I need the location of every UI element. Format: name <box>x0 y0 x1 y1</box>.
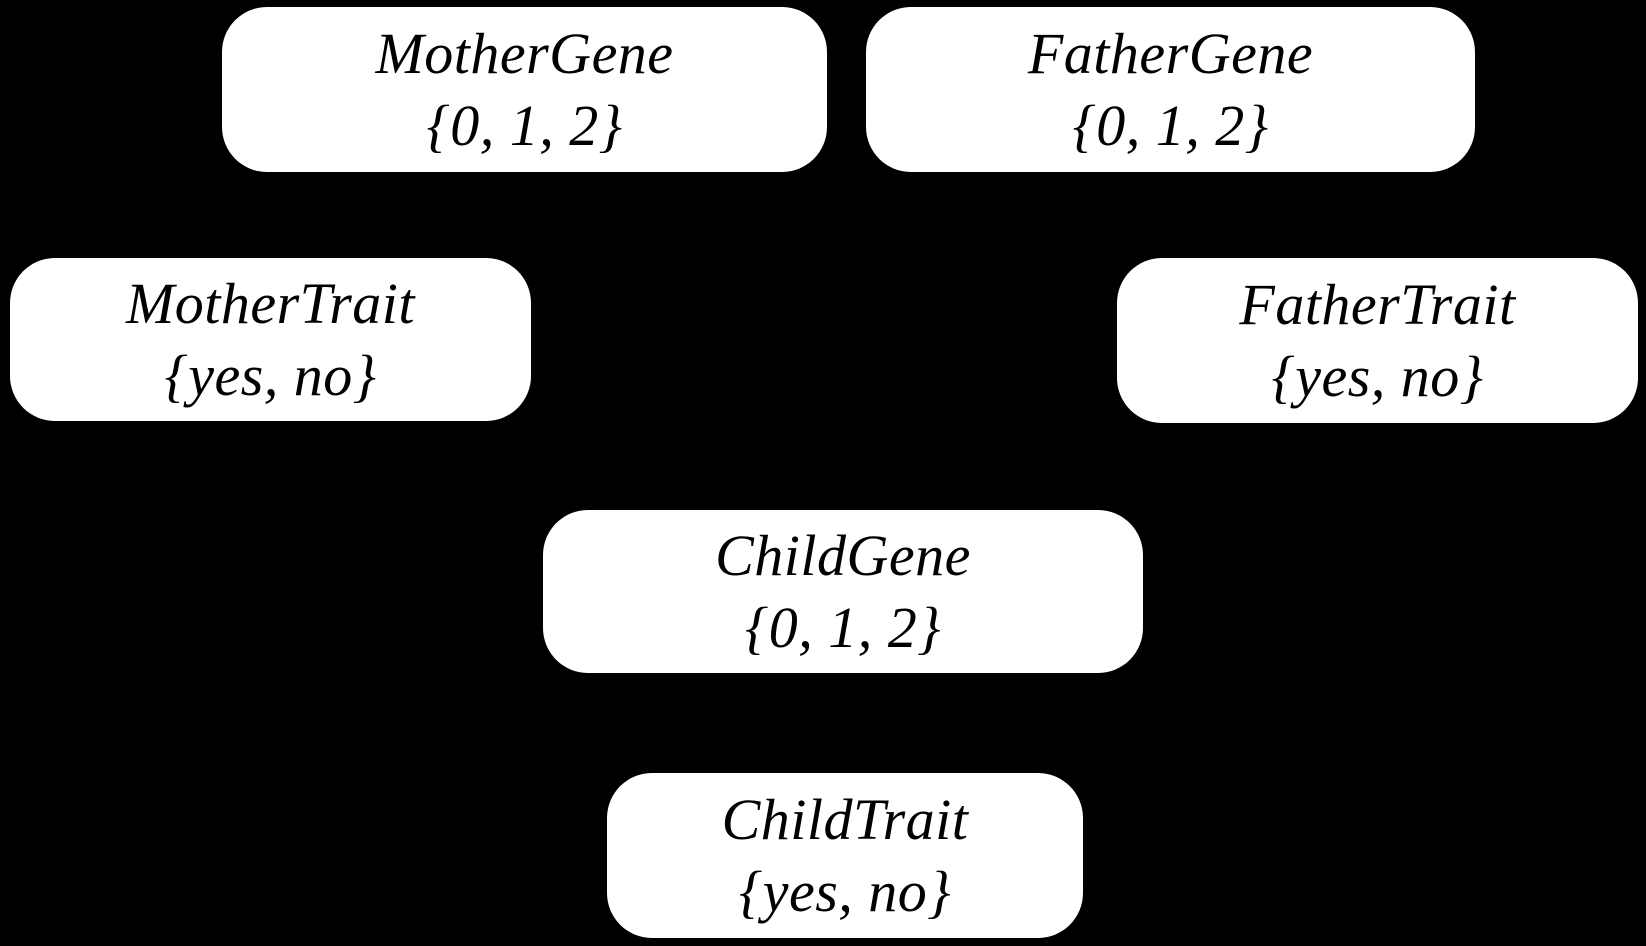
node-father-trait-label: FatherTrait <box>1239 271 1516 337</box>
node-father-gene-label: FatherGene <box>1027 20 1314 86</box>
node-father-gene: FatherGene {0, 1, 2} <box>866 7 1475 172</box>
node-mother-gene: MotherGene {0, 1, 2} <box>222 7 827 172</box>
node-father-trait-domain: {yes, no} <box>1271 343 1484 409</box>
node-mother-gene-label: MotherGene <box>375 20 674 86</box>
node-father-gene-domain: {0, 1, 2} <box>1072 92 1269 158</box>
node-child-gene-domain: {0, 1, 2} <box>745 594 941 660</box>
node-mother-gene-domain: {0, 1, 2} <box>426 92 623 158</box>
node-child-trait: ChildTrait {yes, no} <box>607 773 1083 938</box>
node-child-gene: ChildGene {0, 1, 2} <box>543 510 1143 673</box>
node-father-trait: FatherTrait {yes, no} <box>1117 258 1638 423</box>
node-mother-trait: MotherTrait {yes, no} <box>10 258 531 421</box>
node-child-trait-label: ChildTrait <box>721 786 969 852</box>
node-mother-trait-domain: {yes, no} <box>164 342 377 408</box>
node-child-trait-domain: {yes, no} <box>739 858 951 924</box>
node-child-gene-label: ChildGene <box>715 522 971 588</box>
node-mother-trait-label: MotherTrait <box>125 270 416 336</box>
